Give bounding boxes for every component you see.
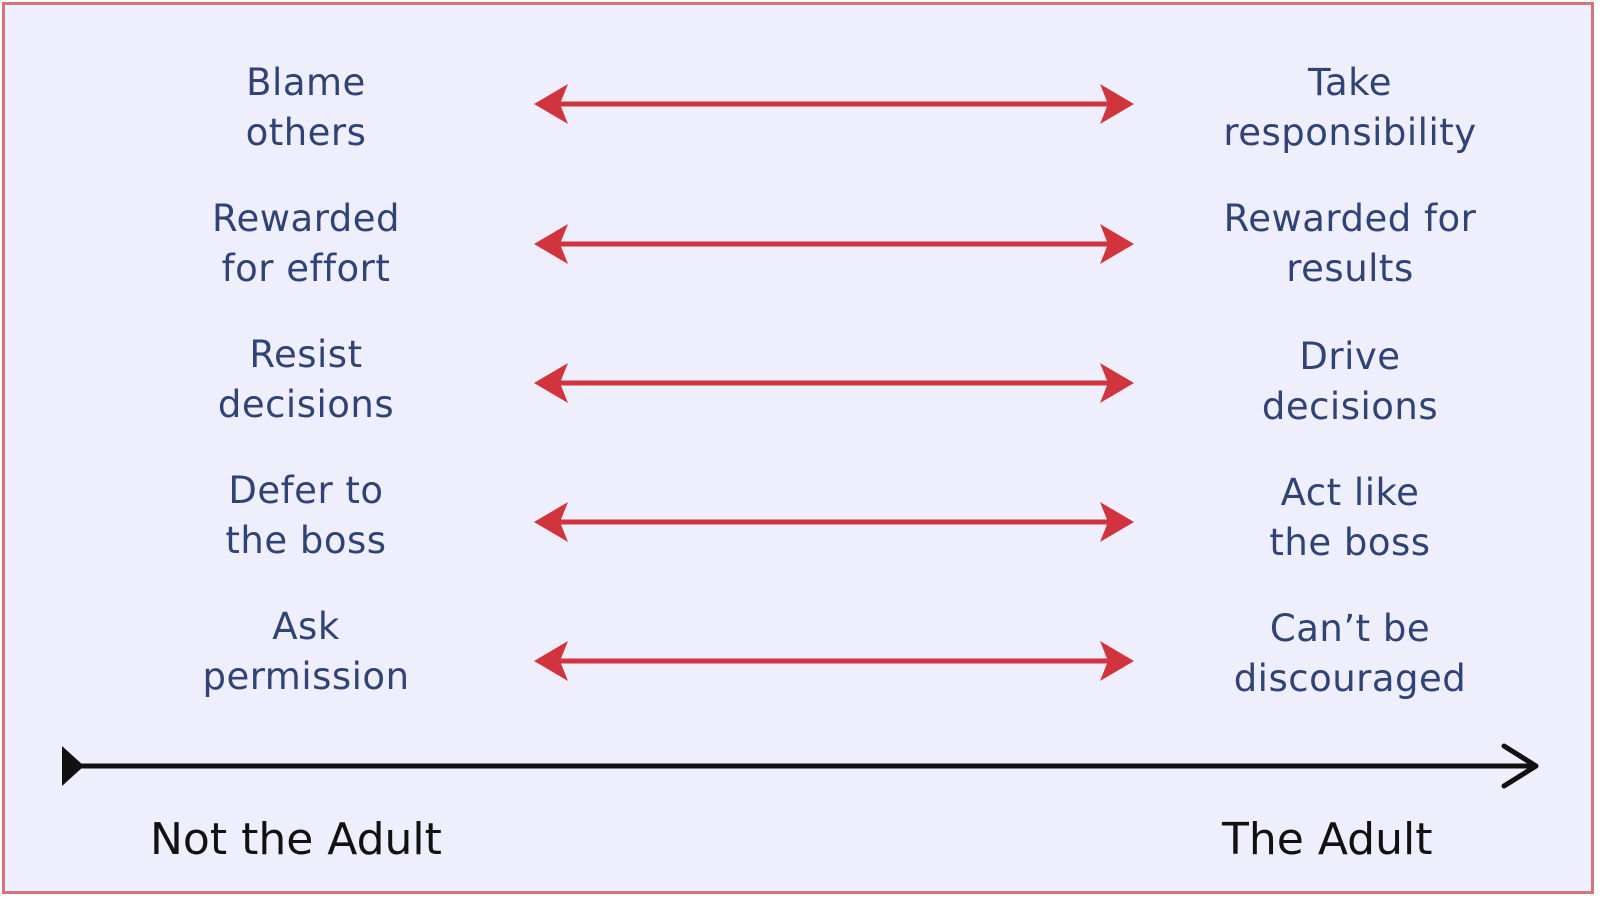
left-label-1: Blame others (96, 58, 516, 158)
left-label-5-line-2: permission (202, 655, 410, 698)
right-label-2-line-2: results (1286, 247, 1414, 290)
pair-arrow-5 (534, 641, 1134, 681)
axis-label-not-the-adult: Not the Adult (150, 814, 442, 865)
left-label-3-line-2: decisions (217, 383, 395, 426)
left-label-4-line-2: the boss (225, 519, 387, 562)
left-label-3: Resist decisions (96, 330, 516, 430)
right-label-4-line-1: Act like (1280, 471, 1420, 514)
pair-arrow-2 (534, 224, 1134, 264)
right-label-3: Drive decisions (1140, 332, 1560, 432)
pair-arrow-1 (534, 84, 1134, 124)
right-label-2-line-1: Rewarded for (1223, 197, 1477, 240)
right-label-4: Act like the boss (1140, 468, 1560, 568)
left-label-3-line-1: Resist (249, 333, 363, 376)
right-label-2: Rewarded for results (1140, 194, 1560, 294)
axis-arrow (62, 743, 1539, 789)
left-label-4: Defer to the boss (96, 466, 516, 566)
right-label-5-line-2: discouraged (1233, 657, 1467, 700)
right-label-1-line-1: Take (1307, 61, 1393, 104)
right-label-3-line-2: decisions (1261, 385, 1439, 428)
left-label-2-line-1: Rewarded (211, 197, 401, 240)
right-label-1: Take responsibility (1140, 58, 1560, 158)
right-label-5: Can’t be discouraged (1140, 604, 1560, 704)
pair-arrow-4 (534, 502, 1134, 542)
left-label-1-line-2: others (245, 111, 367, 154)
axis-label-the-adult: The Adult (1222, 814, 1433, 865)
left-label-2-line-2: for effort (221, 247, 391, 290)
pair-arrow-3 (534, 363, 1134, 403)
left-label-2: Rewarded for effort (96, 194, 516, 294)
left-label-1-line-1: Blame (246, 61, 366, 104)
left-label-4-line-1: Defer to (228, 469, 384, 512)
right-label-3-line-1: Drive (1299, 335, 1401, 378)
left-label-5: Ask permission (96, 602, 516, 702)
right-label-4-line-2: the boss (1269, 521, 1431, 564)
left-label-5-line-1: Ask (272, 605, 340, 648)
right-label-5-line-1: Can’t be (1269, 607, 1431, 650)
right-label-1-line-2: responsibility (1223, 111, 1477, 154)
